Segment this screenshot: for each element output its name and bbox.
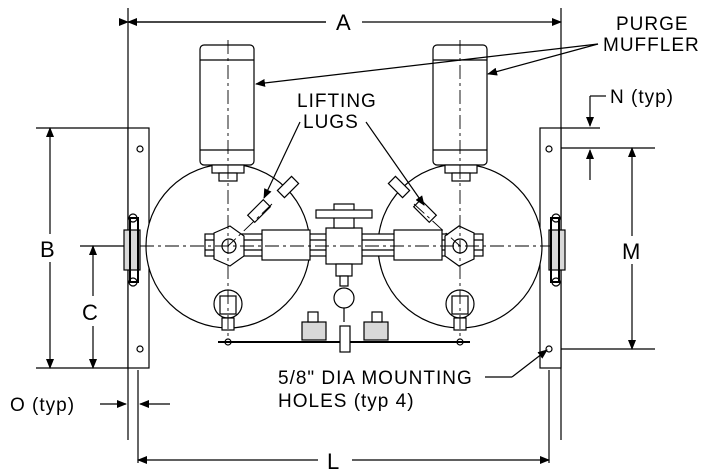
centerlines bbox=[140, 40, 552, 340]
leader-lines bbox=[255, 43, 599, 378]
mounting-holes-label-line1: 5/8" DIA MOUNTING bbox=[278, 368, 473, 389]
left-lifting-lugs bbox=[246, 175, 300, 224]
right-mounting-bracket bbox=[539, 127, 566, 369]
right-purge-muffler bbox=[432, 44, 488, 182]
label-b: B bbox=[40, 237, 55, 262]
lifting-lugs-label-line2: LUGS bbox=[303, 112, 359, 133]
dimension-o: O (typ) bbox=[10, 395, 170, 416]
label-l: L bbox=[327, 449, 339, 473]
mounting-holes-label-line2: HOLES (typ 4) bbox=[278, 391, 415, 412]
purge-muffler-label-line2: MUFFLER bbox=[603, 35, 700, 56]
dimension-l: L bbox=[137, 449, 550, 473]
purge-muffler-label-line1: PURGE bbox=[616, 14, 689, 35]
annotation-labels: PURGE MUFFLER LIFTING LUGS 5/8" DIA MOUN… bbox=[278, 14, 700, 412]
dimension-n: N (typ) bbox=[586, 87, 674, 180]
label-c: C bbox=[82, 300, 98, 325]
dimension-m: M bbox=[622, 147, 640, 350]
left-mounting-bracket bbox=[123, 127, 150, 369]
label-m: M bbox=[622, 239, 640, 264]
label-n: N (typ) bbox=[610, 87, 674, 108]
dimension-c: C bbox=[82, 245, 98, 369]
label-o: O (typ) bbox=[10, 395, 75, 416]
dimension-a: A bbox=[119, 10, 562, 35]
lifting-lugs-label-line1: LIFTING bbox=[297, 91, 377, 112]
piping-assembly bbox=[204, 203, 484, 322]
dimension-b: B bbox=[40, 127, 55, 369]
base-plate bbox=[218, 311, 470, 353]
label-a: A bbox=[336, 10, 351, 35]
left-purge-muffler bbox=[199, 44, 255, 182]
